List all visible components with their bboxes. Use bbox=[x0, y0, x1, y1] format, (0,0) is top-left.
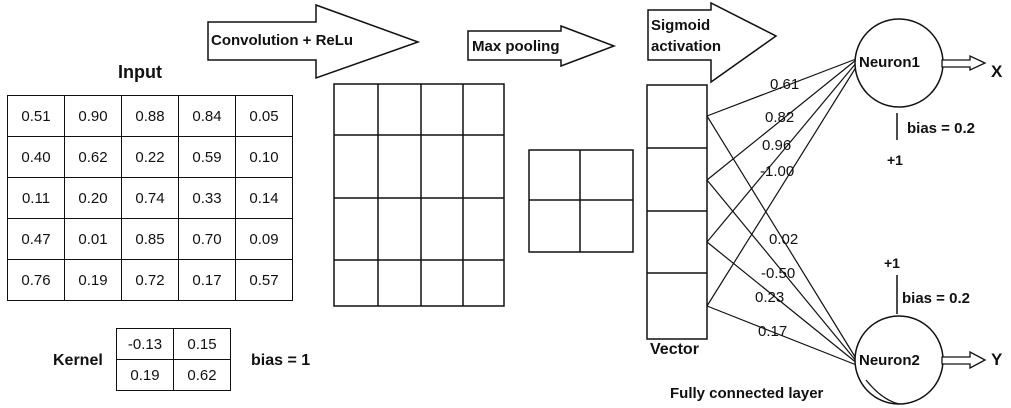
input-cell: 0.09 bbox=[235, 218, 293, 260]
weight-label: 0.96 bbox=[762, 137, 792, 154]
sigmoid-arrow bbox=[647, 1, 778, 84]
input-cell: 0.62 bbox=[64, 136, 122, 178]
weight-label: 0.82 bbox=[765, 109, 795, 126]
kernel-cell: 0.19 bbox=[116, 359, 174, 391]
neuron1-plus-one: +1 bbox=[887, 152, 903, 168]
weight-label: 0.61 bbox=[770, 76, 800, 93]
neuron1-output-arrow bbox=[941, 54, 987, 72]
vector-label: Vector bbox=[650, 341, 699, 358]
input-cell: 0.14 bbox=[235, 177, 293, 219]
neuron1-output-label: X bbox=[991, 62, 1003, 81]
neuron2-output-label: Y bbox=[991, 350, 1003, 369]
input-cell: 0.51 bbox=[7, 95, 65, 137]
input-cell: 0.57 bbox=[235, 259, 293, 301]
vector-box bbox=[646, 84, 708, 340]
input-cell: 0.33 bbox=[178, 177, 236, 219]
neuron2-label: Neuron2 bbox=[859, 352, 920, 369]
kernel-cell: 0.62 bbox=[173, 359, 231, 391]
neuron2-bias-label: bias = 0.2 bbox=[902, 290, 970, 307]
weight-label: 0.17 bbox=[758, 323, 788, 340]
weight-label: -1.00 bbox=[760, 163, 795, 180]
input-cell: 0.22 bbox=[121, 136, 179, 178]
pool-arrow bbox=[467, 24, 617, 68]
sigmoid-arrow-label-line1: Sigmoid bbox=[651, 17, 711, 34]
pool-output-grid bbox=[528, 149, 634, 253]
input-cell: 0.70 bbox=[178, 218, 236, 260]
kernel-cell: -0.13 bbox=[116, 328, 174, 360]
pool-arrow-label: Max pooling bbox=[472, 38, 560, 55]
sigmoid-arrow-label-line2: activation bbox=[651, 38, 722, 55]
input-title: Input bbox=[118, 62, 162, 82]
input-cell: 0.05 bbox=[235, 95, 293, 137]
kernel-cell: 0.15 bbox=[173, 328, 231, 360]
neuron1-label: Neuron1 bbox=[859, 54, 920, 71]
neuron1-bias-label: bias = 0.2 bbox=[907, 120, 975, 137]
input-cell: 0.76 bbox=[7, 259, 65, 301]
kernel-label: Kernel bbox=[53, 352, 103, 369]
neuron2-output-arrow bbox=[941, 350, 987, 370]
weight-label: 0.23 bbox=[755, 289, 785, 306]
input-cell: 0.10 bbox=[235, 136, 293, 178]
conv-arrow-label: Convolution + ReLu bbox=[211, 32, 354, 49]
neuron2-plus-one: +1 bbox=[884, 255, 900, 271]
input-cell: 0.88 bbox=[121, 95, 179, 137]
weight-label: 0.02 bbox=[769, 231, 799, 248]
fc-brace bbox=[865, 379, 900, 405]
input-cell: 0.47 bbox=[7, 218, 65, 260]
input-cell: 0.17 bbox=[178, 259, 236, 301]
input-cell: 0.72 bbox=[121, 259, 179, 301]
input-cell: 0.84 bbox=[178, 95, 236, 137]
weight-label: -0.50 bbox=[761, 265, 796, 282]
kernel-bias-label: bias = 1 bbox=[251, 352, 311, 369]
input-cell: 0.19 bbox=[64, 259, 122, 301]
conv-output-grid bbox=[333, 83, 505, 307]
fc-layer-label: Fully connected layer bbox=[670, 385, 824, 402]
input-cell: 0.11 bbox=[7, 177, 65, 219]
conv-arrow bbox=[207, 3, 421, 80]
input-cell: 0.90 bbox=[64, 95, 122, 137]
